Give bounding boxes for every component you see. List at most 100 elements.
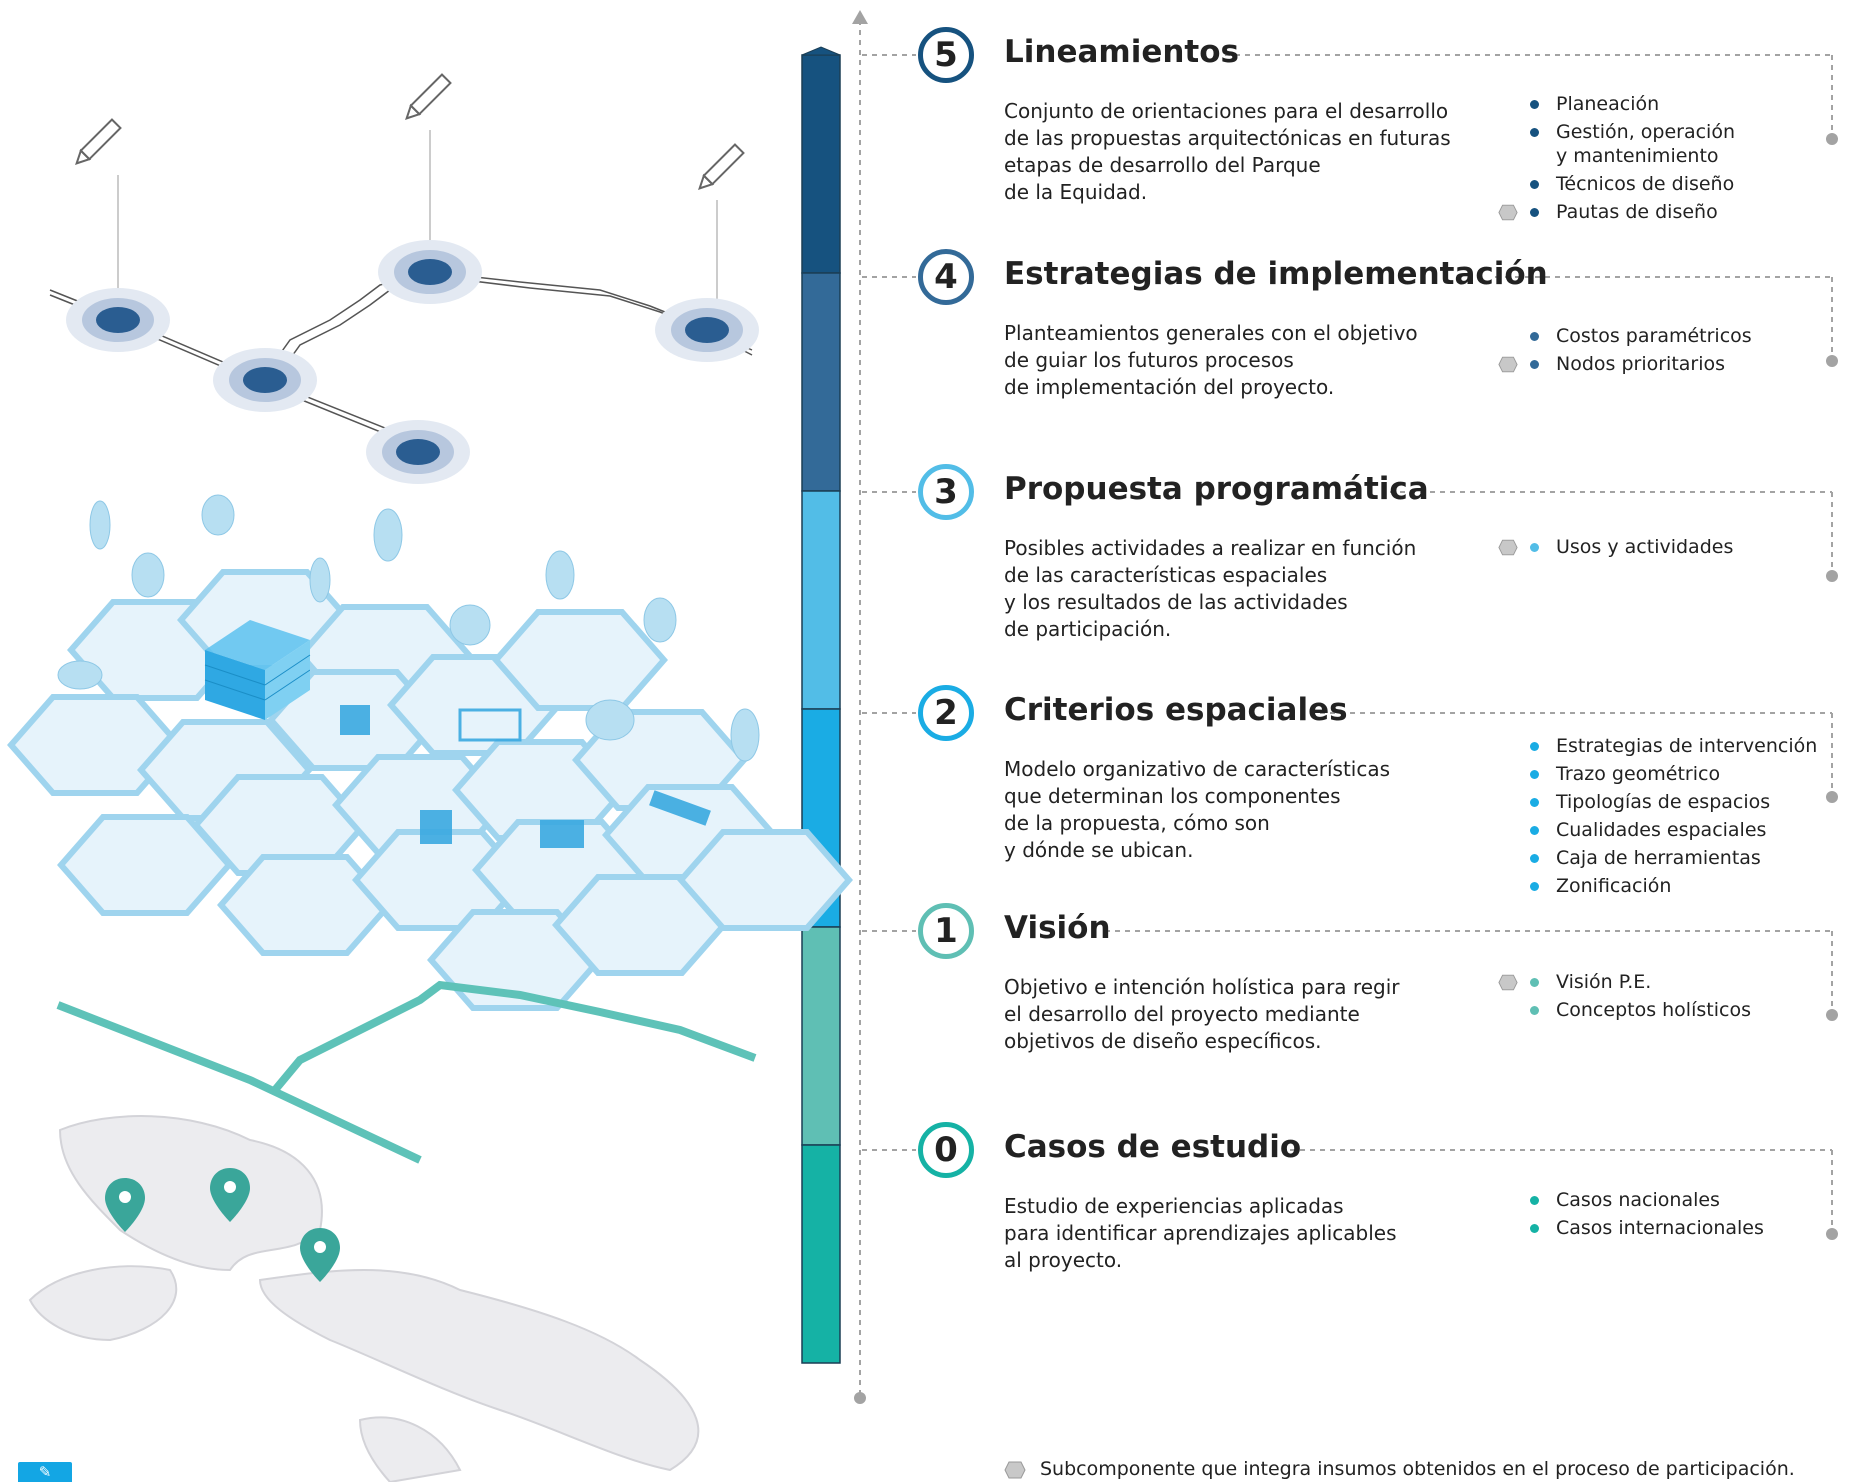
bar-segment-stage1 bbox=[801, 926, 841, 1146]
hex-grid-illustration bbox=[7, 494, 853, 1011]
bullet-dot-icon bbox=[1530, 1006, 1539, 1015]
bullet-text: Conceptos holísticos bbox=[1556, 999, 1751, 1021]
participation-hex-icon bbox=[1498, 204, 1518, 221]
stage-end-dot bbox=[1826, 791, 1838, 803]
world-map-illustration bbox=[28, 1115, 700, 1482]
stage-bullet-item: Usos y actividades bbox=[1498, 535, 1734, 559]
stage-bullet-item: Visión P.E. bbox=[1498, 970, 1751, 994]
participation-hex-icon bbox=[1004, 1461, 1026, 1479]
bullet-text: Zonificación bbox=[1556, 875, 1672, 897]
bullet-dot-icon bbox=[1530, 882, 1539, 891]
stage-bullet-item: Casos nacionales bbox=[1530, 1188, 1764, 1212]
stage-bullet-item: Conceptos holísticos bbox=[1530, 998, 1751, 1022]
bullet-dot-icon bbox=[1530, 1224, 1539, 1233]
stage-end-dot bbox=[1826, 1228, 1838, 1240]
bullet-dot-icon bbox=[1530, 770, 1539, 779]
network-illustration bbox=[49, 73, 759, 484]
bar-segment-stage3 bbox=[801, 490, 841, 710]
people-silhouettes bbox=[57, 494, 760, 762]
bar-cap bbox=[801, 46, 841, 56]
bullet-dot-icon bbox=[1530, 798, 1539, 807]
participation-hex-icon bbox=[1498, 356, 1518, 373]
stage-bullet-item: Técnicos de diseño bbox=[1530, 172, 1735, 196]
node-ring bbox=[378, 240, 482, 304]
bullet-text: Planeación bbox=[1556, 93, 1660, 115]
axis-end-dot bbox=[854, 1392, 866, 1404]
bullet-text: Caja de herramientas bbox=[1556, 847, 1761, 869]
equipment-shapes bbox=[340, 705, 711, 848]
stage-bullet-item: Casos internacionales bbox=[1530, 1216, 1764, 1240]
stage-bullet-item: Gestión, operación y mantenimiento bbox=[1530, 120, 1735, 168]
stage-number-badge: 0 bbox=[918, 1122, 974, 1178]
stage-end-dot bbox=[1826, 570, 1838, 582]
pencil-icon bbox=[405, 73, 452, 120]
bar-segment-stage0 bbox=[801, 1144, 841, 1364]
node-ring bbox=[366, 420, 470, 484]
bullet-text: Visión P.E. bbox=[1556, 971, 1652, 993]
bullet-text: Tipologías de espacios bbox=[1556, 791, 1771, 813]
stage-description: Estudio de experiencias aplicadas para i… bbox=[1004, 1194, 1397, 1272]
bullet-dot-icon bbox=[1530, 826, 1539, 835]
stage-number-badge: 3 bbox=[918, 464, 974, 520]
bullet-text: Pautas de diseño bbox=[1556, 201, 1718, 223]
map-pin-icon bbox=[105, 1178, 145, 1232]
stage-number-badge: 4 bbox=[918, 249, 974, 305]
bullet-text: Costos paramétricos bbox=[1556, 325, 1752, 347]
bullet-dot-icon bbox=[1530, 854, 1539, 863]
stage-end-dot bbox=[1826, 133, 1838, 145]
stage-description: Objetivo e intención holística para regi… bbox=[1004, 975, 1400, 1053]
map-pin-icon bbox=[210, 1168, 250, 1222]
bullet-text: Casos internacionales bbox=[1556, 1217, 1764, 1239]
stage-title: Propuesta programática bbox=[1004, 471, 1429, 507]
stage-title: Estrategias de implementación bbox=[1004, 256, 1548, 292]
bullet-dot-icon bbox=[1530, 1196, 1539, 1205]
stage-bullet-item: Caja de herramientas bbox=[1530, 846, 1817, 870]
bullet-dot-icon bbox=[1530, 332, 1539, 341]
stage-connectors bbox=[862, 54, 1838, 1240]
stage-bullet-item: Planeación bbox=[1530, 92, 1735, 116]
participation-hex-icon bbox=[1498, 539, 1518, 556]
stage-number-badge: 2 bbox=[918, 685, 974, 741]
bullet-text: Técnicos de diseño bbox=[1556, 173, 1735, 195]
bullet-text: Usos y actividades bbox=[1556, 536, 1734, 558]
bullet-text: Nodos prioritarios bbox=[1556, 353, 1726, 375]
bullet-text: Estrategias de intervención bbox=[1556, 735, 1818, 757]
building-block bbox=[204, 620, 311, 720]
stage-bullet-item: Pautas de diseño bbox=[1498, 200, 1735, 224]
stage-bullet-item: Costos paramétricos bbox=[1530, 324, 1752, 348]
stage-number-badge: 1 bbox=[918, 903, 974, 959]
bullet-text: Trazo geométrico bbox=[1556, 763, 1721, 785]
hex-tile bbox=[677, 829, 853, 931]
bullet-dot-icon bbox=[1530, 543, 1539, 552]
pencil-icon bbox=[75, 118, 122, 165]
stage-end-dot bbox=[1826, 355, 1838, 367]
map-pin-icon bbox=[300, 1228, 340, 1282]
stacked-color-bar bbox=[801, 46, 841, 1364]
bullet-dot-icon bbox=[1530, 360, 1539, 369]
bullet-text: Casos nacionales bbox=[1556, 1189, 1720, 1211]
node-ring bbox=[66, 288, 170, 352]
bullet-text: Cualidades espaciales bbox=[1556, 819, 1767, 841]
node-ring bbox=[655, 298, 759, 362]
node-ring bbox=[213, 348, 317, 412]
stage-description: Conjunto de orientaciones para el desarr… bbox=[1004, 99, 1451, 204]
bullet-dot-icon bbox=[1530, 128, 1539, 137]
vision-path-illustration bbox=[56, 980, 757, 1164]
stage-number-badge: 5 bbox=[918, 27, 974, 83]
stage-title: Criterios espaciales bbox=[1004, 692, 1348, 728]
stage-bullet-list: Visión P.E. Conceptos holísticos bbox=[1498, 970, 1751, 1026]
bar-segment-stage4 bbox=[801, 272, 841, 492]
stage-bullet-item: Zonificación bbox=[1530, 874, 1817, 898]
stage-bullet-item: Trazo geométrico bbox=[1530, 762, 1817, 786]
footnote: Subcomponente que integra insumos obteni… bbox=[1040, 1458, 1795, 1480]
bar-segment-stage5 bbox=[801, 54, 841, 274]
bullet-dot-icon bbox=[1530, 208, 1539, 217]
hex-tile bbox=[492, 609, 668, 711]
stage-end-dot bbox=[1826, 1009, 1838, 1021]
bullet-dot-icon bbox=[1530, 742, 1539, 751]
stage-bullet-item: Cualidades espaciales bbox=[1530, 818, 1817, 842]
participation-hex-icon bbox=[1498, 974, 1518, 991]
